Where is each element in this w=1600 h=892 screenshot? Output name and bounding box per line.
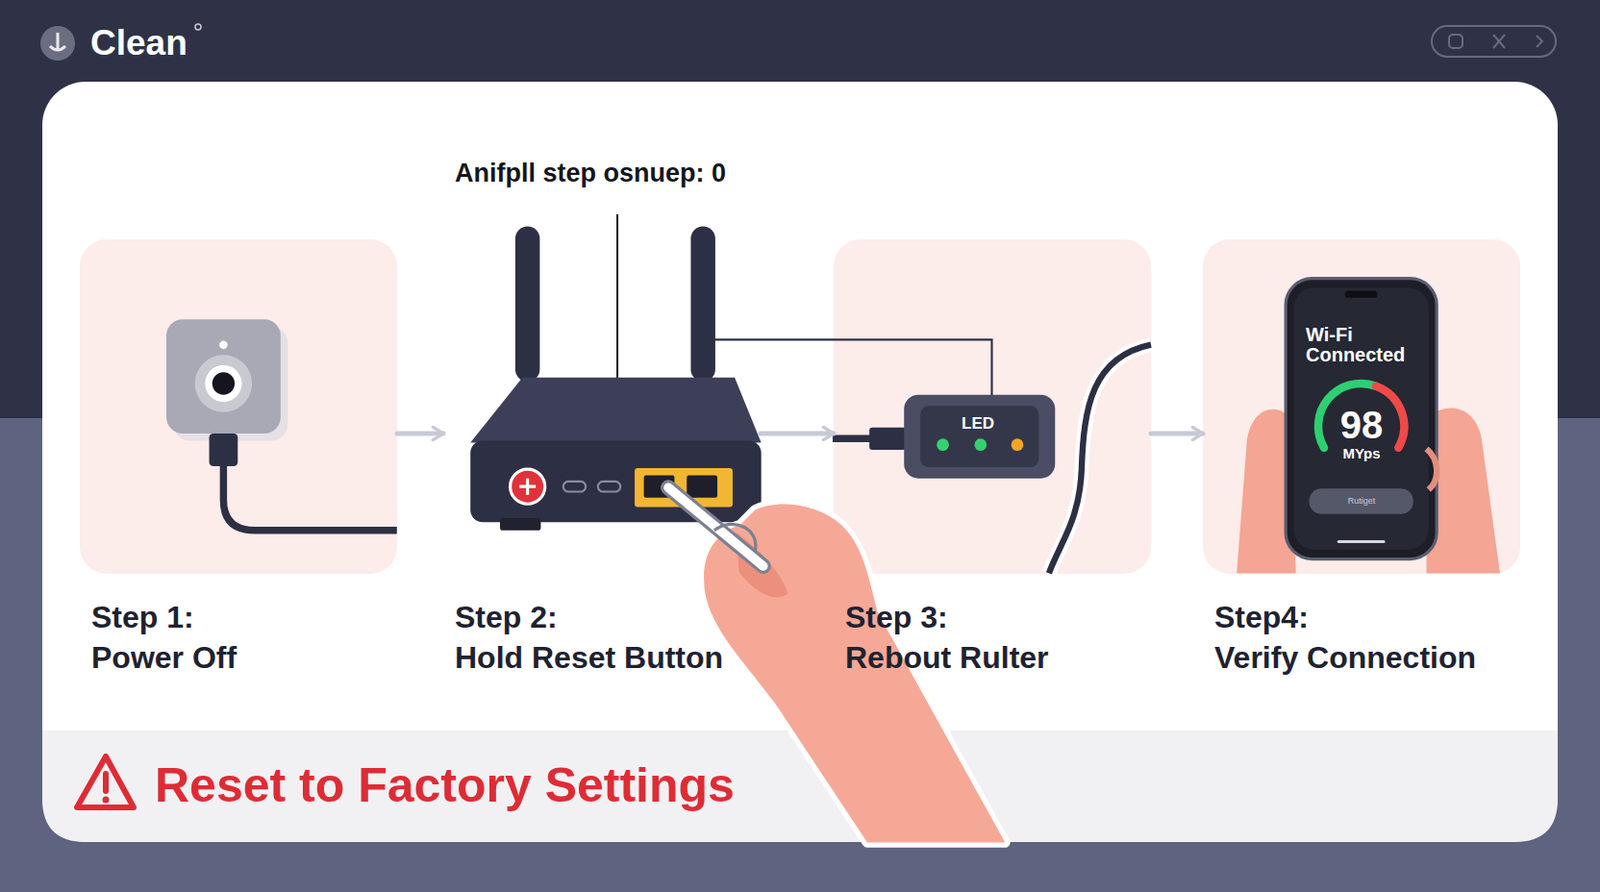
step-arrow: [1150, 431, 1203, 437]
wifi-status: Wi-Fi Connected: [1305, 325, 1420, 366]
step-heading: Step 3:: [845, 601, 949, 633]
finger: [1426, 449, 1438, 490]
led-label: LED: [961, 415, 995, 433]
step-arrow: [760, 431, 834, 437]
step-heading: Step4:: [1214, 601, 1309, 633]
step-note: Anifpll step osnuep: 0: [454, 159, 726, 187]
step-heading: Step 2:: [454, 601, 558, 633]
toolbar-icon: [1493, 34, 1505, 49]
router-top: [470, 377, 761, 444]
led-device: [903, 395, 1055, 479]
paperclip: [668, 487, 764, 567]
cable-plug: [869, 427, 906, 450]
led-light: [1011, 438, 1025, 451]
toolbar-pill: [1431, 25, 1556, 57]
warning-icon: [102, 774, 109, 792]
device-dot: [219, 340, 227, 349]
router-body: [470, 440, 761, 523]
led-display: [920, 405, 1039, 468]
phone-button: [1309, 488, 1414, 515]
phone-notch: [1345, 290, 1378, 298]
smart-device: [166, 319, 281, 434]
logo-glyph: [50, 32, 66, 50]
leader-line: [616, 214, 619, 380]
device-lens: [204, 365, 242, 402]
led-light: [974, 438, 987, 451]
reset-button: [510, 469, 546, 504]
trademark-mark: [195, 24, 201, 30]
power-plug: [209, 433, 239, 467]
speed-value: 98: [1340, 404, 1384, 446]
home-indicator: [1338, 540, 1384, 544]
toolbar-icon: [1449, 34, 1463, 49]
step-description: Rebout Rulter: [845, 642, 1050, 674]
router-foot: [500, 518, 541, 531]
smartphone: [1285, 278, 1437, 560]
logo-icon: [40, 25, 75, 61]
ethernet-port: [686, 475, 718, 499]
paperclip: [714, 524, 756, 551]
step-description: Hold Reset Button: [454, 642, 724, 674]
step-description: Verify Connection: [1214, 642, 1476, 674]
router-antenna: [690, 226, 715, 382]
step-heading: Step 1:: [91, 601, 195, 633]
device-lens: [195, 354, 252, 412]
router-led: [598, 481, 621, 493]
app-name: Clean: [90, 25, 188, 63]
led-light: [936, 438, 950, 451]
phone-screen: [1294, 287, 1429, 550]
button-label: Rutiget: [1348, 497, 1376, 506]
warning-icon: [76, 756, 134, 808]
speed-unit: MYps: [1342, 446, 1380, 462]
footer-title: Reset to Factory Settings: [154, 761, 735, 810]
toolbar-icon: [1536, 35, 1543, 48]
reset-button: [519, 478, 536, 496]
paperclip: [668, 487, 764, 567]
warning-icon: [102, 797, 110, 804]
step-description: Power Off: [91, 642, 237, 674]
main-card: [42, 81, 1558, 843]
step-arrow: [397, 431, 444, 437]
router-antenna: [515, 226, 540, 382]
router-led: [563, 481, 586, 493]
device-lens: [212, 372, 235, 395]
